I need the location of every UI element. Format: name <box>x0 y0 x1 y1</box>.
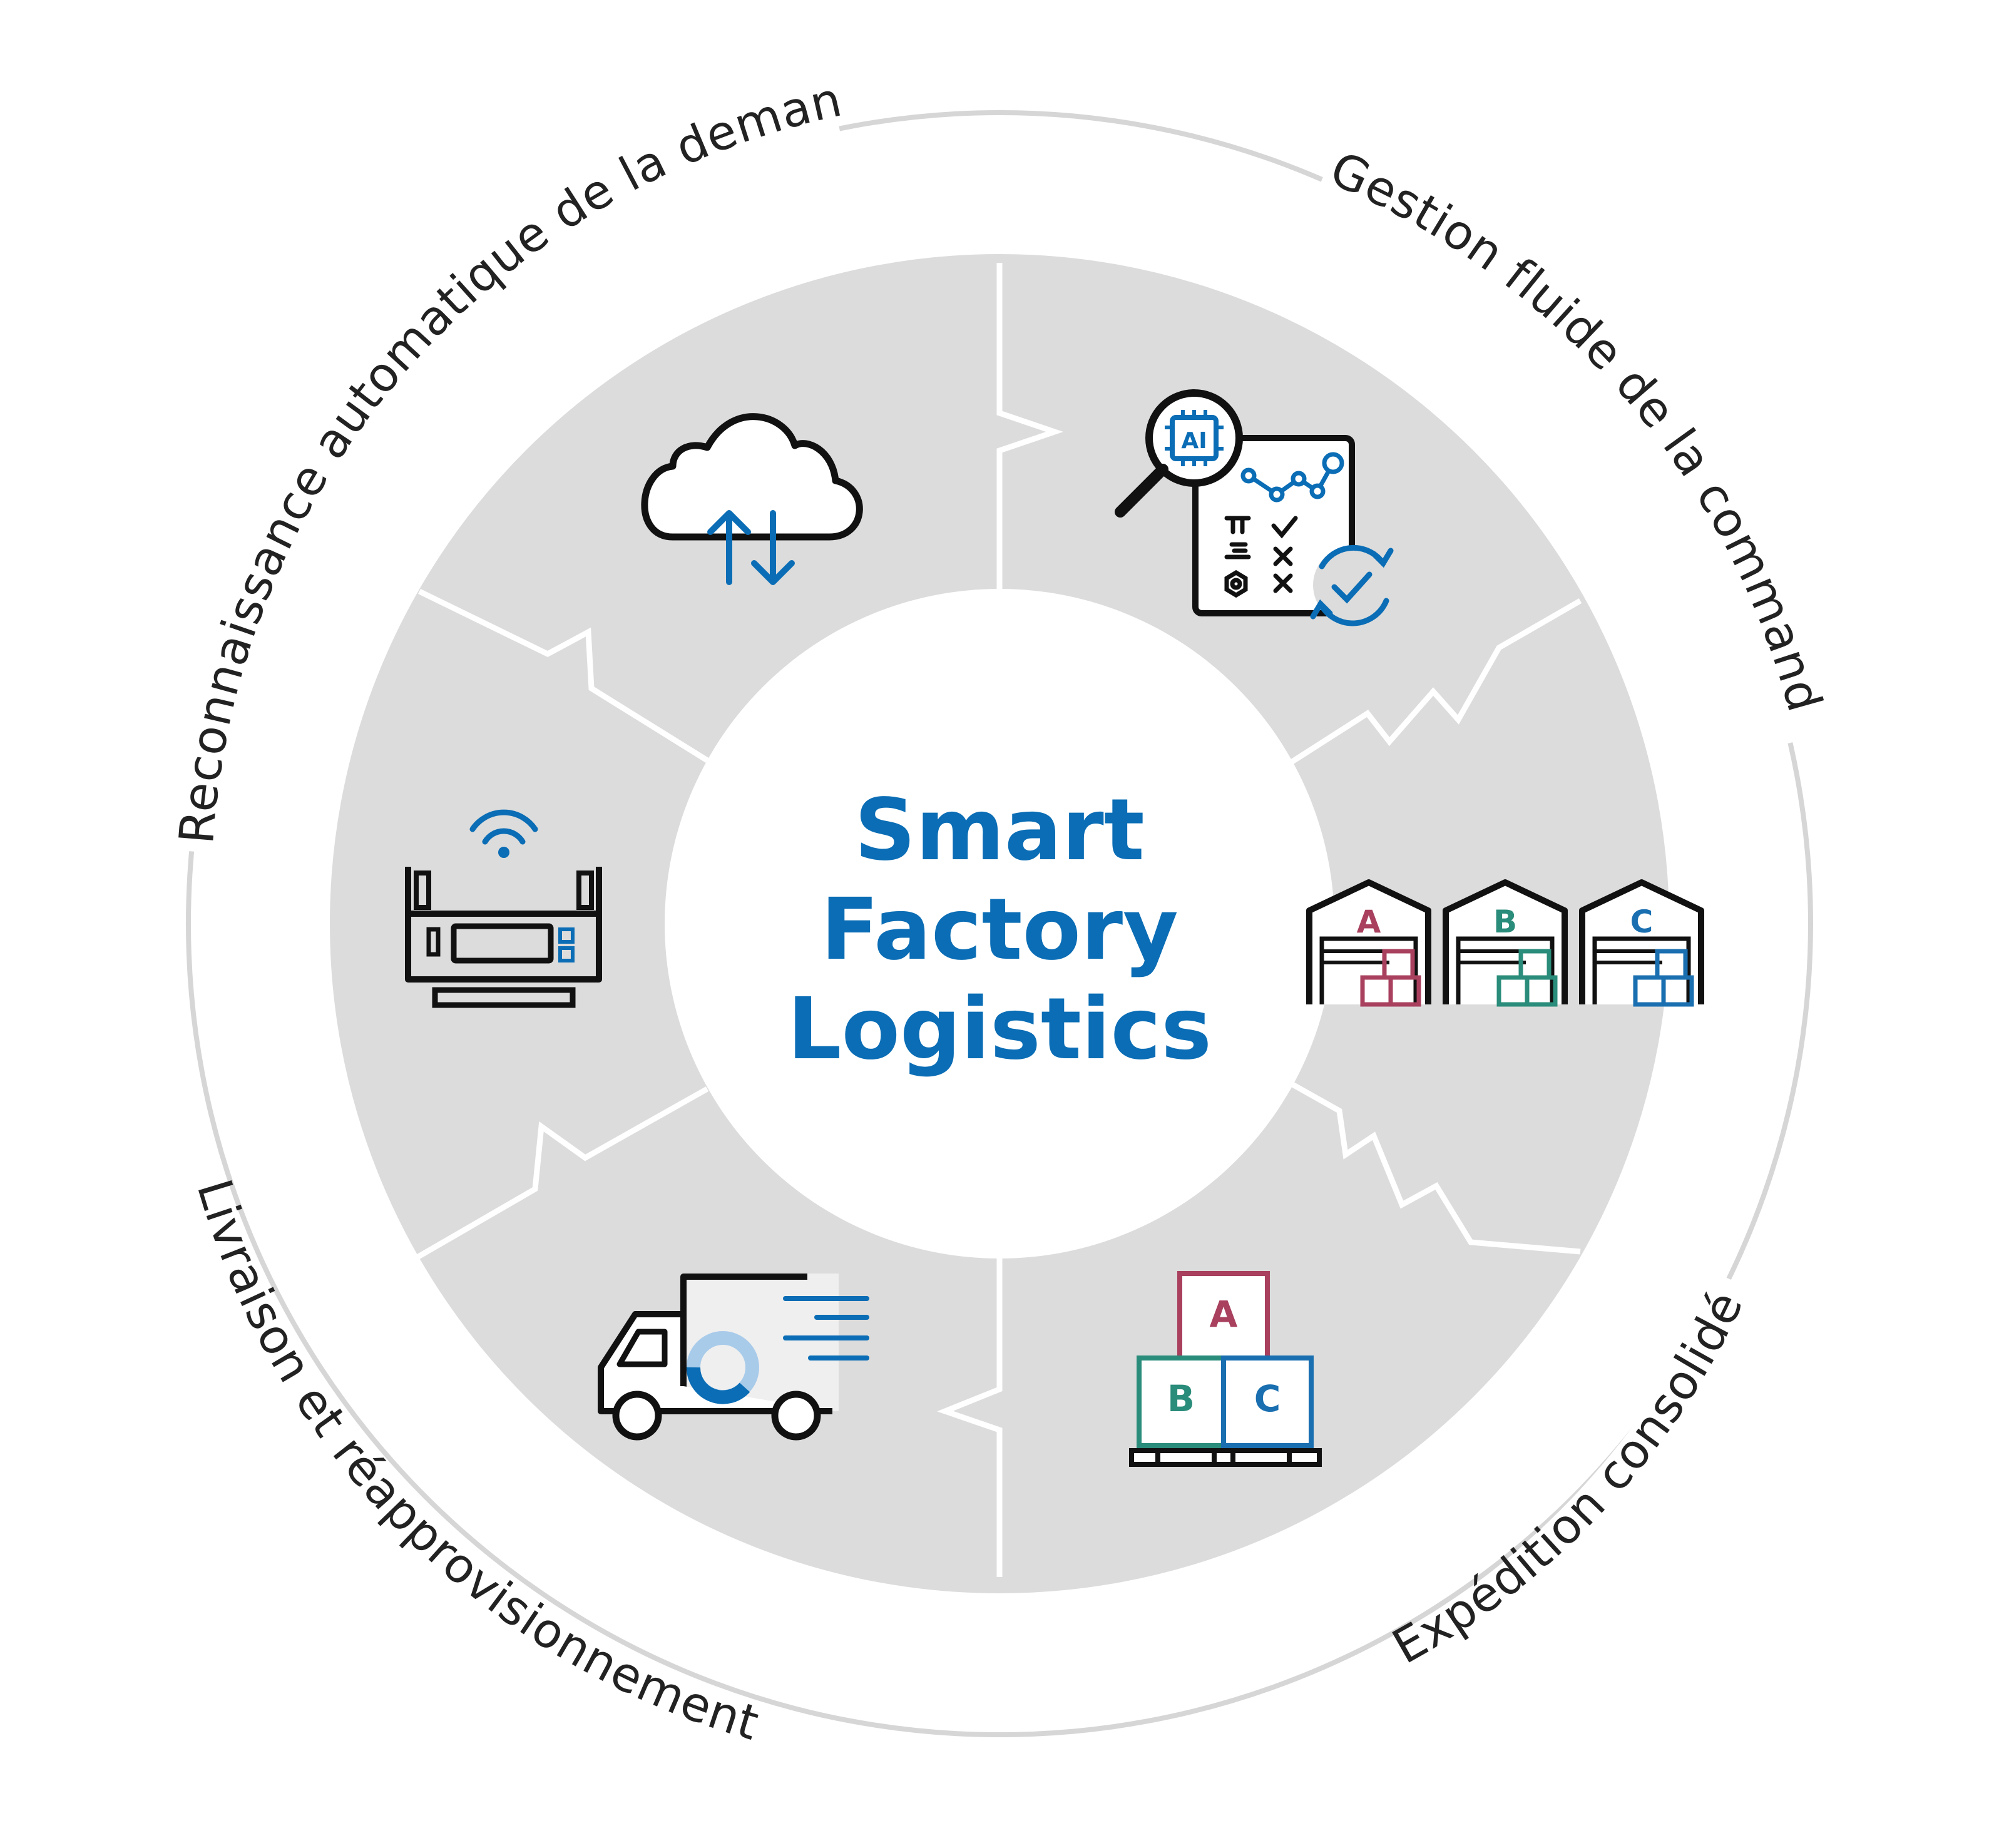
delivery-truck-icon <box>598 1274 869 1441</box>
cloud-sync-icon <box>641 413 863 585</box>
ai-label: AI <box>1181 428 1207 454</box>
warehouses-icon: A B C <box>1306 879 1704 1007</box>
outer-ring <box>186 110 1813 1737</box>
box-letter-c: C <box>1254 1377 1281 1420</box>
box-letter-b: B <box>1167 1377 1195 1420</box>
ai-inspection-icon: AI <box>1115 389 1394 626</box>
center-title-line-1: Smart <box>854 781 1145 880</box>
pallet-boxes-icon: A B C <box>1129 1271 1322 1467</box>
warehouse-letter-c: C <box>1630 904 1654 940</box>
connected-machine-icon <box>405 809 602 1008</box>
center-title-line-2: Factory <box>821 881 1178 979</box>
warehouse-letter-a: A <box>1357 904 1381 940</box>
segment-dividers <box>414 263 1582 1577</box>
warehouse-b: B <box>1443 879 1568 1007</box>
label-gaps <box>153 76 1843 1780</box>
warehouse-c: C <box>1579 879 1704 1007</box>
center-title-line-3: Logistics <box>787 980 1212 1079</box>
center-circle <box>665 589 1334 1258</box>
warehouse-a: A <box>1306 879 1431 1007</box>
warehouse-letter-b: B <box>1493 904 1517 940</box>
box-letter-a: A <box>1210 1293 1238 1335</box>
